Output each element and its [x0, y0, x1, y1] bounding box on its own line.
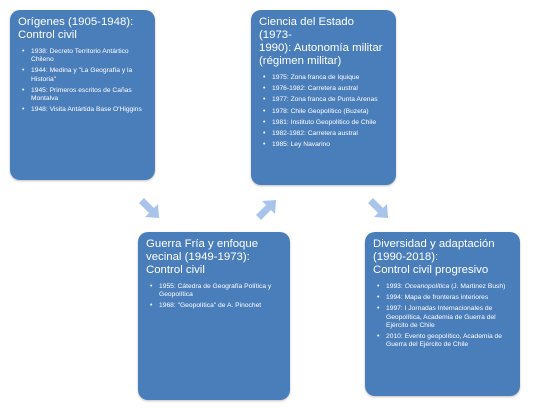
card-title: Diversidad y adaptación (1990-2018): Con… — [373, 238, 495, 276]
event-item: 1938: Decreto Territorio Antártico Chile… — [22, 48, 147, 64]
event-item: 2010: Evento geopolítico, Academia de Gu… — [377, 333, 512, 349]
event-item: 1985: Ley Navarino — [263, 141, 388, 149]
event-item: 1982-1982: Carretera austral — [263, 130, 388, 138]
event-prefix: 1993: — [386, 283, 405, 290]
event-item: 1944: Medina y "La Geografía y la Histor… — [22, 67, 147, 83]
event-item: 1978: Chile Geopolítico (Buzeta) — [263, 108, 388, 116]
event-item: 1977: Zona franca de Punta Arenas — [263, 96, 388, 104]
event-item: 1981: Instituto Geopolítico de Chile — [263, 119, 388, 127]
event-item: 1976-1982: Carretera austral — [263, 85, 388, 93]
timeline-card-origenes: Orígenes (1905-1948): Control civil 1938… — [10, 10, 155, 180]
card-title: Orígenes (1905-1948): Control civil — [18, 16, 134, 41]
event-list: 1993: Oceanopolítica (J. Martinez Bush) … — [373, 283, 512, 349]
arrow-down-right-icon — [139, 198, 159, 218]
card-title: Ciencia del Estado (1973- 1990): Autonom… — [259, 16, 383, 67]
event-italic-title: Oceanopolítica — [404, 283, 450, 290]
arrow-down-right-icon — [368, 198, 388, 218]
event-item: 1945: Primeros escritos de Cañas Montalv… — [22, 87, 147, 103]
timeline-card-diversidad: Diversidad y adaptación (1990-2018): Con… — [365, 232, 520, 396]
event-list: 1975: Zona franca de Iquique 1976-1982: … — [259, 74, 388, 150]
event-list: 1955: Cátedra de Geografía Política y Ge… — [146, 283, 282, 311]
event-item: 1955: Cátedra de Geografía Política y Ge… — [150, 283, 282, 299]
event-item: 1993: Oceanopolítica (J. Martinez Bush) — [377, 283, 512, 291]
event-item: 1997: I Jornadas Internacionales de Geop… — [377, 305, 512, 330]
event-suffix: (J. Martinez Bush) — [449, 283, 506, 290]
timeline-card-ciencia-del-estado: Ciencia del Estado (1973- 1990): Autonom… — [251, 10, 396, 185]
event-item: 1975: Zona franca de Iquique — [263, 74, 388, 82]
event-item: 1994: Mapa de fronteras interiores — [377, 294, 512, 302]
event-item: 1968: "Geopolítica" de A. Pinochet — [150, 302, 282, 310]
arrow-up-right-icon — [256, 200, 276, 220]
timeline-card-guerra-fria: Guerra Fría y enfoque vecinal (1949-1973… — [138, 232, 290, 400]
event-list: 1938: Decreto Territorio Antártico Chile… — [18, 48, 147, 115]
card-title: Guerra Fría y enfoque vecinal (1949-1973… — [146, 238, 259, 276]
event-item: 1948: Visita Antártida Base O'Higgins — [22, 106, 147, 114]
